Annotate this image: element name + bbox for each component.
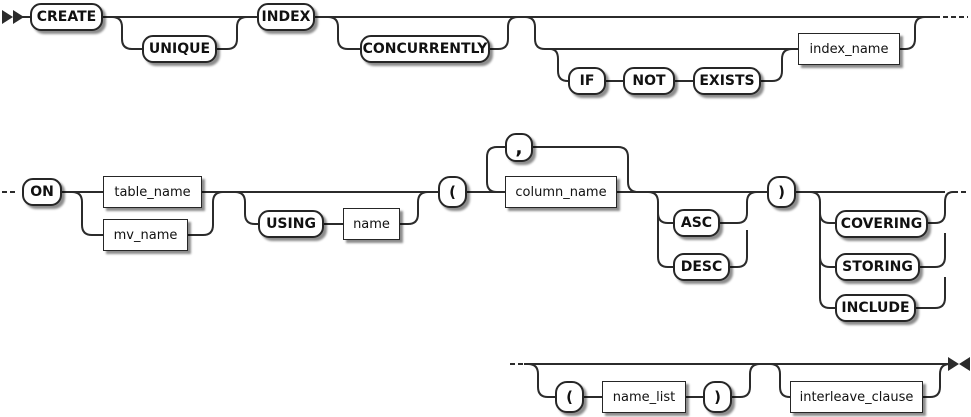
start-arrow-icon [2, 10, 24, 24]
keyword-desc: DESC [673, 253, 730, 281]
keyword-open-paren-name-list: ( [555, 381, 584, 413]
keyword-close-paren-columns: ) [767, 176, 796, 208]
variable-name: name [343, 208, 400, 240]
keyword-not: NOT [623, 67, 675, 95]
keyword-unique: UNIQUE [142, 35, 217, 63]
variable-mv-name: mv_name [103, 219, 188, 251]
variable-name-list: name_list [602, 381, 686, 413]
keyword-include: INCLUDE [835, 294, 916, 322]
variable-index-name: index_name [798, 33, 900, 65]
keyword-concurrently: CONCURRENTLY [360, 35, 490, 63]
keyword-using: USING [258, 210, 324, 238]
keyword-open-paren-columns: ( [438, 176, 467, 208]
end-arrow-icon [948, 357, 970, 371]
keyword-create: CREATE [30, 3, 103, 31]
variable-table-name: table_name [103, 176, 202, 208]
variable-column-name: column_name [505, 176, 617, 208]
variable-interleave-clause: interleave_clause [790, 381, 923, 413]
keyword-storing: STORING [835, 253, 920, 281]
rails-dashed-wrap [2, 16, 968, 365]
keyword-asc: ASC [673, 209, 720, 237]
keyword-on: ON [22, 178, 62, 206]
keyword-covering: COVERING [835, 210, 928, 238]
keyword-if: IF [568, 67, 606, 95]
keyword-index: INDEX [257, 3, 315, 31]
keyword-comma-loop: , [505, 133, 533, 162]
keyword-close-paren-name-list: ) [703, 381, 732, 413]
rails-solid [20, 16, 954, 398]
keyword-exists: EXISTS [693, 67, 761, 95]
